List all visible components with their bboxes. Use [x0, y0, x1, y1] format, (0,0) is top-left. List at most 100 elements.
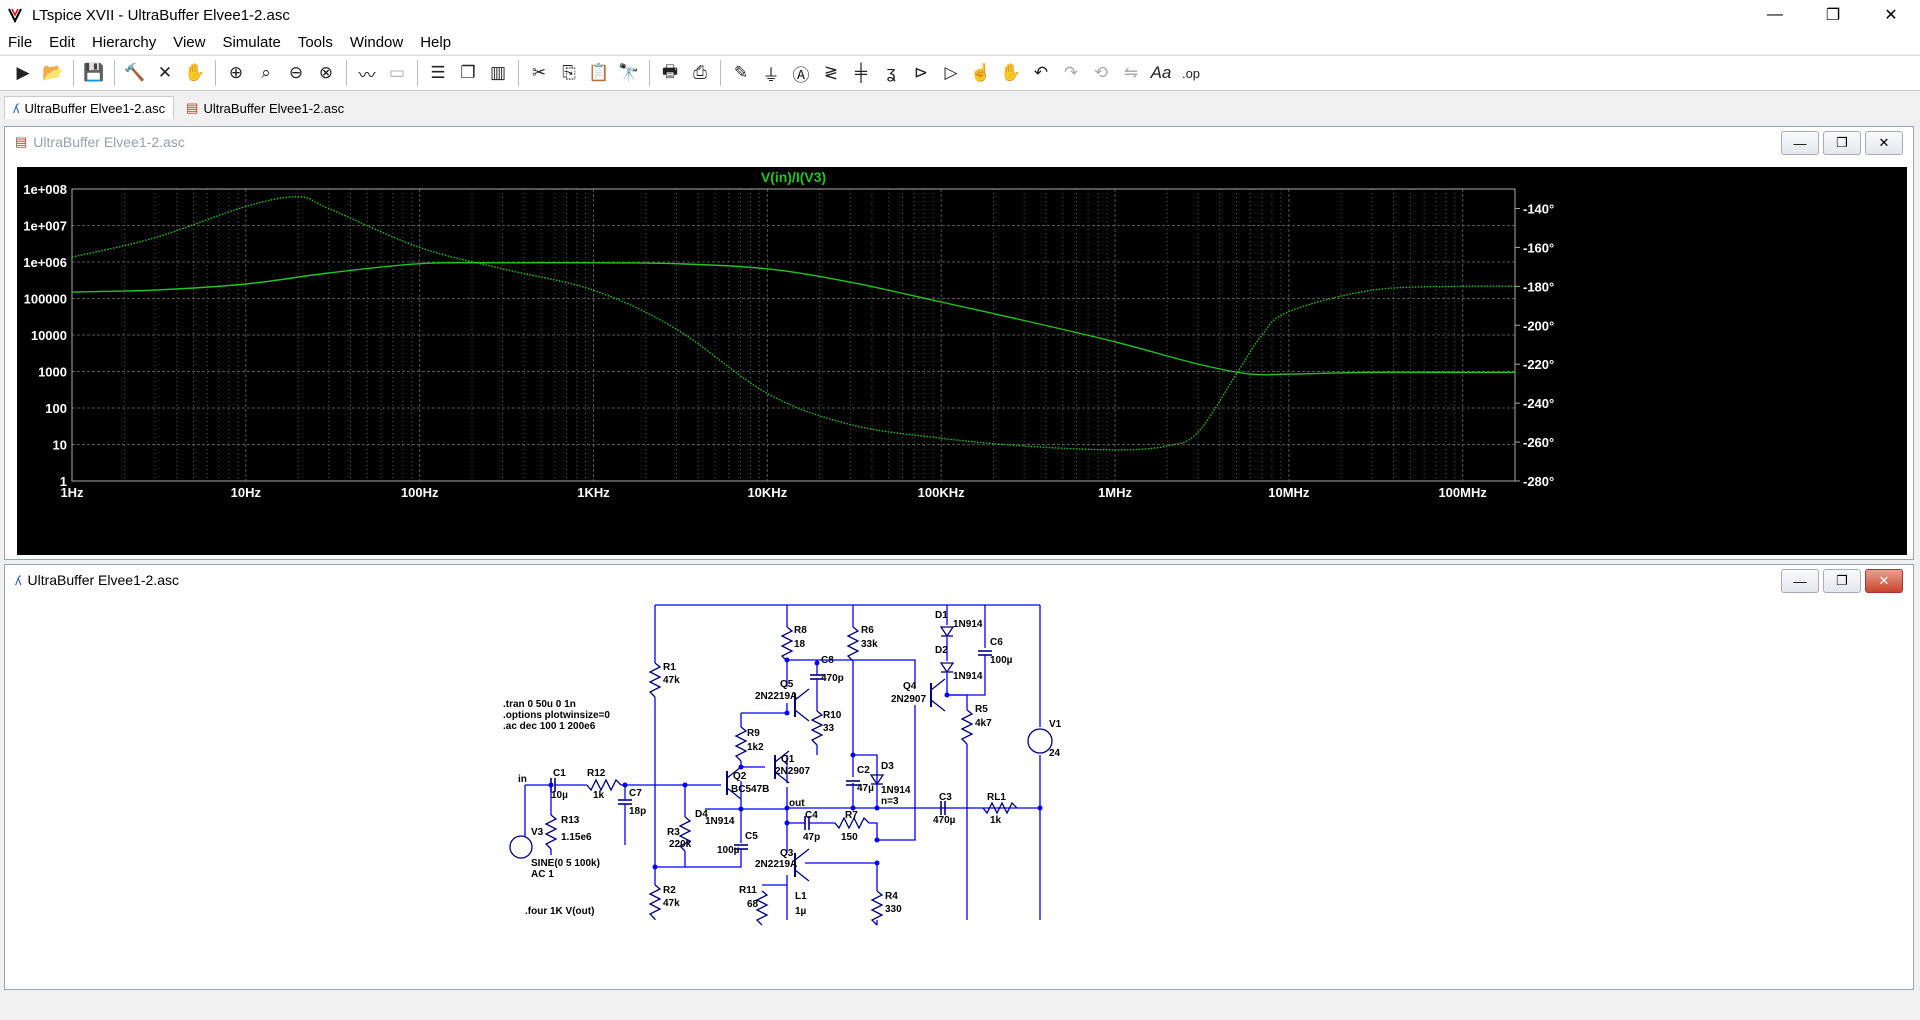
rotate-icon[interactable]: ⟲: [1093, 63, 1109, 82]
menu-bar: File Edit Hierarchy View Simulate Tools …: [0, 30, 1920, 54]
component-label: 2N2219A: [755, 691, 797, 702]
cut-icon[interactable]: ✂: [531, 63, 547, 82]
schematic-icon: ʎ: [15, 572, 22, 588]
component-icon[interactable]: ▷: [944, 63, 958, 82]
print-icon[interactable]: 🖶: [661, 61, 679, 81]
mirror-icon[interactable]: ⇋: [1123, 63, 1139, 82]
halt-icon[interactable]: ✕: [157, 63, 173, 82]
trace-name-label: V(in)/I(V3): [761, 169, 826, 185]
waveform-maximize-button[interactable]: ❐: [1823, 131, 1861, 155]
ground-icon[interactable]: ⏚: [762, 65, 780, 85]
zoom-in-icon[interactable]: ⊕: [228, 63, 244, 82]
y2-tick-label: -160°: [1523, 240, 1554, 255]
app-title-bar: LTspice XVII - UltraBuffer Elvee1-2.asc …: [0, 0, 1920, 30]
component-label: 33k: [861, 639, 878, 650]
component-label: V3: [531, 827, 544, 838]
schematic-maximize-button[interactable]: ❐: [1823, 569, 1861, 593]
paste-icon[interactable]: 📋: [588, 63, 610, 82]
schematic-minimize-button[interactable]: —: [1781, 569, 1819, 593]
menu-hierarchy[interactable]: Hierarchy: [92, 33, 157, 51]
zoom-rect-icon[interactable]: ⌕: [261, 63, 271, 82]
junction: [850, 752, 856, 758]
save-icon[interactable]: 💾: [83, 63, 105, 82]
component-label: R7: [845, 810, 858, 821]
menu-file[interactable]: File: [8, 33, 33, 51]
tile-h-icon[interactable]: ☰: [430, 63, 446, 82]
zoom-out-icon[interactable]: ⊖: [288, 63, 304, 82]
pan-hand-icon[interactable]: ✋: [184, 63, 206, 82]
text-icon[interactable]: Aa: [1150, 63, 1172, 82]
y2-tick-label: -180°: [1523, 279, 1554, 294]
copy-icon[interactable]: ⎘: [562, 63, 576, 82]
label-net-icon[interactable]: Ⓐ: [792, 65, 810, 85]
spice-directive-icon[interactable]: .op: [1181, 65, 1201, 81]
close-button[interactable]: ✕: [1884, 7, 1898, 24]
resistor-symbol: [544, 814, 558, 850]
schematic-icon: ʎ: [13, 100, 20, 116]
app-title: LTspice XVII - UltraBuffer Elvee1-2.asc: [32, 6, 290, 24]
resistor-symbol: [586, 778, 622, 792]
component-label: 220k: [669, 839, 692, 850]
schematic-close-button[interactable]: ✕: [1865, 569, 1903, 593]
control-panel-icon[interactable]: 🔨: [124, 63, 146, 82]
component-label: 1N914: [881, 785, 911, 796]
waveform-window-title: UltraBuffer Elvee1-2.asc: [33, 134, 185, 150]
menu-window[interactable]: Window: [349, 33, 404, 51]
waveform-minimize-button[interactable]: —: [1781, 131, 1819, 155]
menu-help[interactable]: Help: [420, 33, 452, 51]
y2-tick-label: -220°: [1523, 357, 1554, 372]
wire: [869, 822, 878, 840]
component-label: Q4: [903, 681, 917, 692]
toolbar: ▶ 📂 💾 🔨 ✕ ✋ ⊕ ⌕ ⊖ ⊗ 〰 ▭ ☰ ❐ ▥ ✂ ⎘ 📋 🔭 🖶 …: [0, 55, 1920, 91]
spice-directive: .four 1K V(out): [525, 906, 594, 917]
minimize-button[interactable]: —: [1767, 6, 1783, 23]
junction: [874, 860, 880, 866]
menu-view[interactable]: View: [173, 33, 206, 51]
component-label: 4k7: [975, 718, 992, 729]
component-label: 150: [841, 832, 858, 843]
tab-waveform[interactable]: ▤ UltraBuffer Elvee1-2.asc: [178, 97, 352, 119]
tab-schematic[interactable]: ʎ UltraBuffer Elvee1-2.asc: [4, 96, 175, 119]
menu-simulate[interactable]: Simulate: [222, 33, 281, 51]
print-setup-icon[interactable]: ⎙: [693, 63, 707, 82]
diode-icon[interactable]: ⊳: [913, 63, 929, 82]
component-label: C2: [857, 765, 870, 776]
cascade-icon[interactable]: ❐: [460, 63, 476, 82]
drag-icon[interactable]: ✋: [1000, 63, 1022, 82]
component-label: C7: [629, 788, 642, 799]
component-label: 100µ: [717, 845, 740, 856]
resistor-icon[interactable]: ≷: [823, 63, 839, 82]
component-label: 1k: [990, 815, 1002, 826]
voltage-source-v1: [1027, 728, 1053, 754]
component-label: 18: [794, 639, 806, 650]
tile-v-icon[interactable]: ▥: [489, 63, 507, 82]
restore-button[interactable]: ❐: [1825, 7, 1841, 24]
component-label: 330: [885, 904, 902, 915]
waveform-close-button[interactable]: ✕: [1865, 131, 1903, 155]
y2-tick-label: -140°: [1523, 201, 1554, 216]
redo-icon[interactable]: ↷: [1063, 63, 1079, 82]
draw-wire-icon[interactable]: ✎: [733, 63, 749, 82]
run-icon[interactable]: ▶: [16, 63, 30, 82]
find-icon[interactable]: 🔭: [618, 63, 640, 82]
menu-edit[interactable]: Edit: [49, 33, 76, 51]
waveform-blank-icon[interactable]: ▭: [388, 63, 406, 82]
component-label: L1: [795, 891, 807, 902]
spice-directive: .tran 0 50u 0 1n: [503, 699, 576, 710]
move-icon[interactable]: ☝: [970, 63, 992, 82]
diode-symbol: [869, 774, 885, 786]
junction: [622, 782, 628, 788]
waveform-icon[interactable]: 〰: [358, 65, 376, 85]
undo-icon[interactable]: ↶: [1033, 63, 1049, 82]
open-icon[interactable]: 📂: [42, 63, 64, 82]
component-label: R13: [561, 815, 580, 826]
inductor-icon[interactable]: ʓ: [886, 63, 896, 82]
zoom-fit-icon[interactable]: ⊗: [318, 63, 334, 82]
component-label: 18p: [629, 806, 646, 817]
menu-tools[interactable]: Tools: [297, 33, 333, 51]
capacitor-icon[interactable]: ╪: [854, 63, 868, 82]
resistor-symbol: [678, 816, 692, 852]
